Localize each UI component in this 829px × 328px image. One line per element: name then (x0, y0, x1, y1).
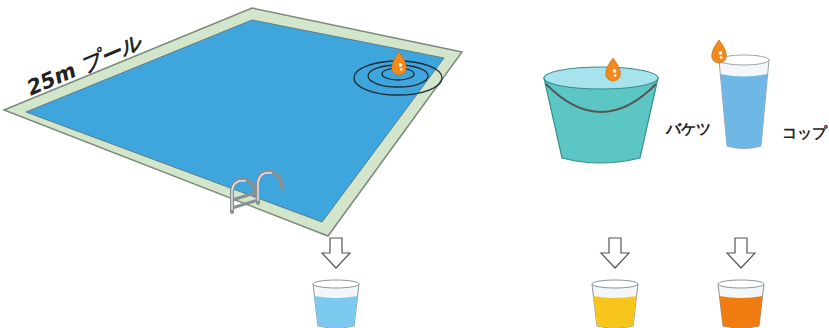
pool-ladder-highlight (232, 173, 272, 210)
bucket-water (544, 67, 658, 89)
down-arrow (727, 238, 755, 268)
pool-deck (4, 8, 462, 236)
pool-water (26, 20, 444, 222)
pool-illustration (4, 8, 462, 236)
result-glass-blue (313, 280, 359, 328)
result-glass-orange (718, 280, 764, 328)
cup-glass (719, 60, 769, 149)
node-label: コップ (782, 126, 827, 141)
result-glass-yellow (592, 280, 638, 328)
down-arrow (601, 238, 629, 268)
bucket-node: バケツ (536, 52, 716, 170)
water-drop (606, 58, 621, 81)
cup-node: コップ (714, 40, 828, 155)
bucket-illustration (544, 58, 658, 163)
pool-node: 25m プール (0, 0, 470, 240)
bucket-handle (546, 84, 656, 112)
cup-illustration (712, 40, 769, 149)
down-arrow (322, 238, 350, 268)
water-drop (392, 52, 407, 75)
water-drop (712, 40, 727, 63)
node-label: 25m プール (24, 33, 144, 100)
node-label: バケツ (666, 122, 711, 137)
pool-ladder (232, 172, 282, 212)
cup-water (721, 74, 768, 149)
bucket-body (544, 78, 658, 163)
